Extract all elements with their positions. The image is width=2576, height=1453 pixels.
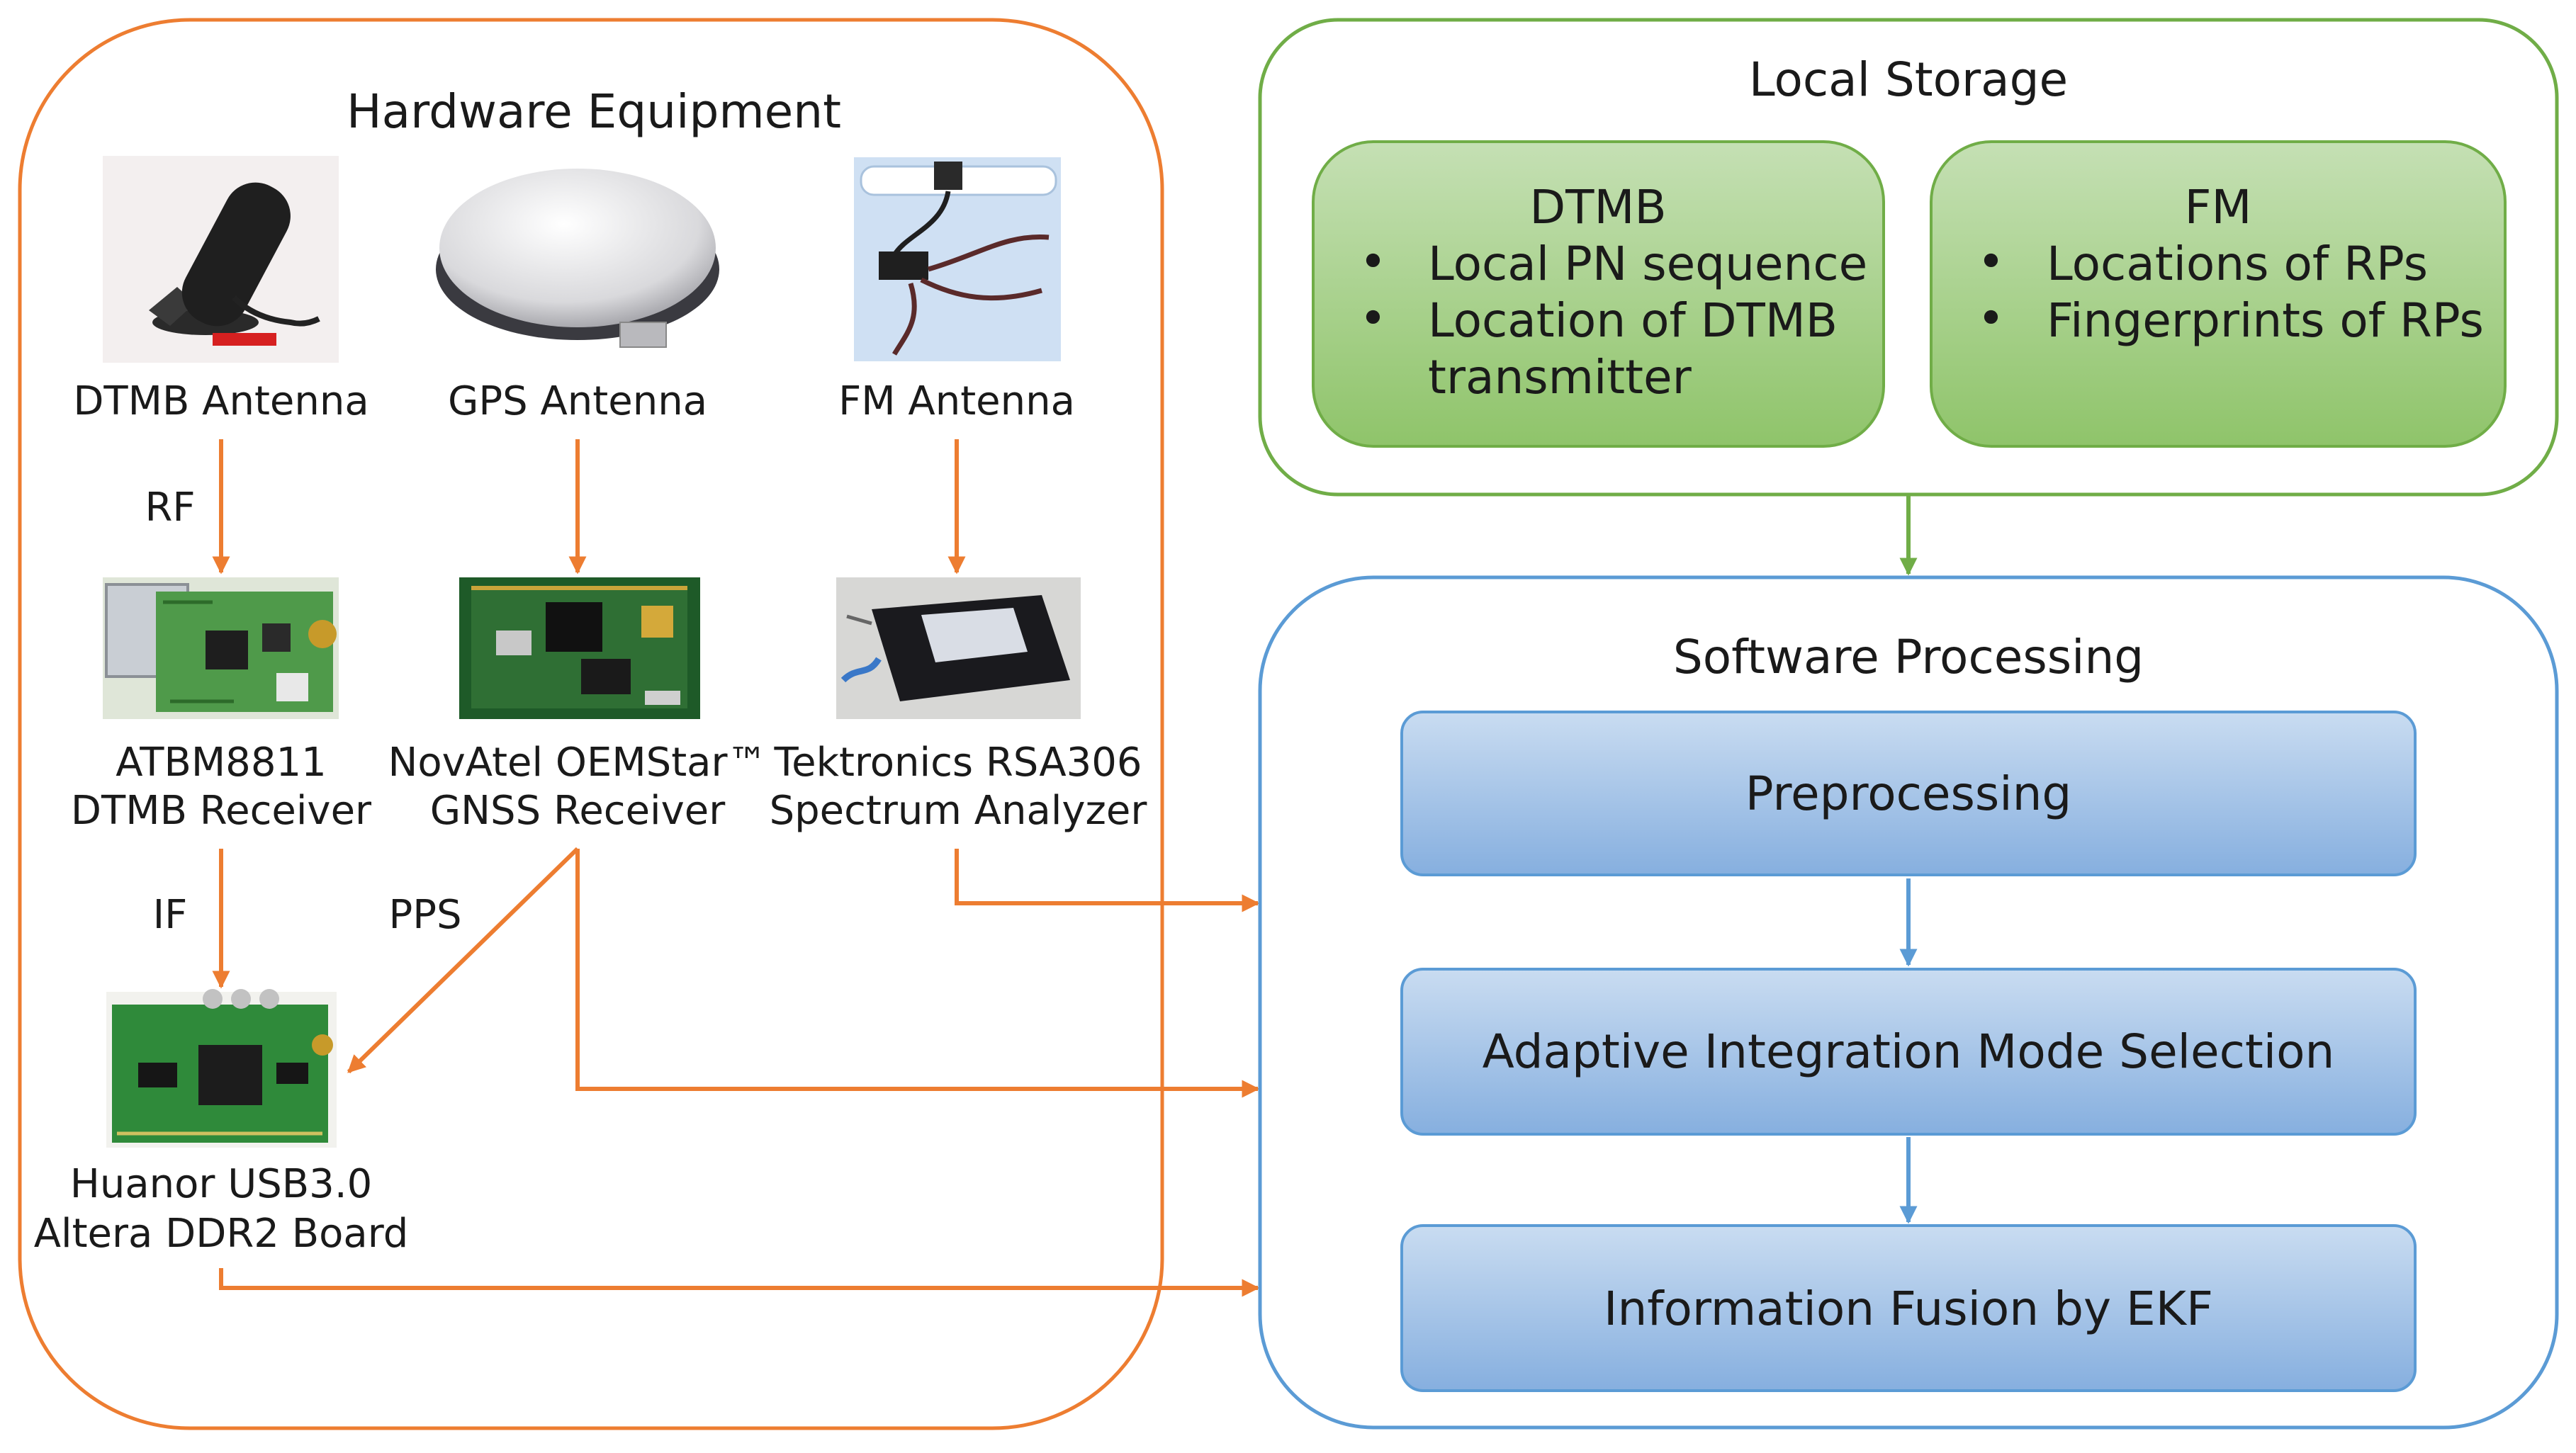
fm-antenna-label: FM Antenna [838,378,1075,424]
dtmb-antenna-label: DTMB Antenna [73,378,369,424]
dtmb-storage-bullet-2: • [1359,291,1387,346]
hardware-equipment-frame [18,18,1164,1430]
information-fusion-label: Information Fusion by EKF [1604,1282,2213,1336]
software-processing-frame [1258,575,2559,1430]
preprocessing-label: Preprocessing [1745,767,2072,821]
dtmb-storage-title: DTMB [1529,180,1666,234]
hardware-title: Hardware Equipment [347,84,841,139]
dtmb-storage-item-2: Location of DTMB [1428,293,1838,348]
dtmb-storage-bullet-1: • [1359,234,1387,289]
fpga-board-label-line1: Huanor USB3.0 [70,1161,373,1207]
gnss-receiver-board-photo [459,577,700,719]
software-processing-title: Software Processing [1673,630,2144,684]
arrow-gnss-receiver-to-board [347,847,580,1074]
fm-storage-item-1: Locations of RPs [2047,237,2428,291]
local-storage-frame [1258,18,2559,497]
gnss-receiver-label-line2: GNSS Receiver [430,788,726,834]
arrow-gnss-to-software [575,849,1260,1098]
arrow-board-to-software [219,1268,1260,1297]
dtmb-storage-box [1312,140,1885,448]
fm-storage-box [1930,140,2507,448]
spectrum-analyzer-label-line1: Tektronics RSA306 [773,740,1142,786]
mode-selection-box [1400,968,2417,1136]
fpga-board-photo [106,989,337,1148]
fm-antenna-photo [854,157,1061,361]
local-storage-title: Local Storage [1749,52,2068,107]
fm-storage-bullet-2: • [1977,291,2005,346]
gps-antenna-photo [436,156,719,351]
gps-antenna-label: GPS Antenna [448,378,707,424]
gnss-receiver-label-line1: NovAtel OEMStar™ [388,740,767,786]
arrow-analyzer-to-software [955,849,1260,912]
fm-storage-bullet-1: • [1977,234,2005,289]
fm-storage-title: FM [2185,180,2252,234]
dtmb-receiver-board-photo [103,577,339,719]
fm-storage-item-2: Fingerprints of RPs [2047,293,2484,348]
dtmb-receiver-label-line2: DTMB Receiver [71,788,372,834]
dtmb-receiver-label-line1: ATBM8811 [116,740,326,786]
spectrum-analyzer-photo [836,577,1081,719]
dtmb-storage-item-1: Local PN sequence [1428,237,1867,291]
preprocessing-box [1400,711,2417,876]
pps-signal-label: PPS [388,892,461,938]
information-fusion-box [1400,1224,2417,1392]
dtmb-antenna-photo [103,156,339,363]
if-signal-label: IF [153,892,188,938]
dtmb-storage-item-2-cont: transmitter [1428,350,1692,405]
mode-selection-label: Adaptive Integration Mode Selection [1483,1024,2335,1079]
fpga-board-label-line2: Altera DDR2 Board [34,1211,409,1257]
rf-signal-label: RF [145,485,195,531]
spectrum-analyzer-label-line2: Spectrum Analyzer [770,788,1148,834]
